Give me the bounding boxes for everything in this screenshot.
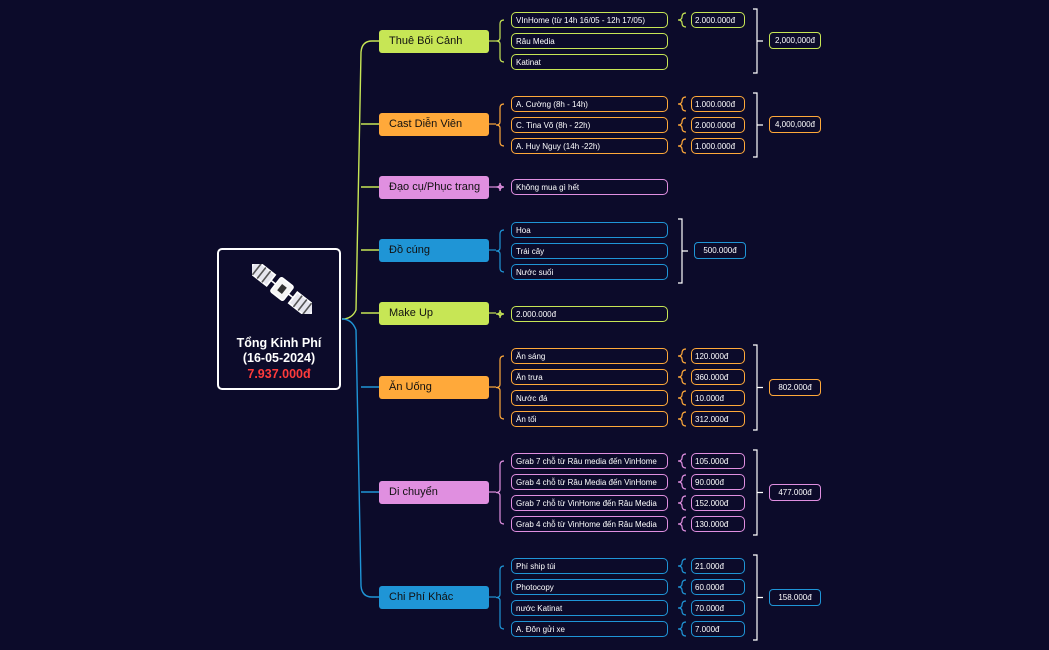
root-total-amount: 7.937.000đ [247, 367, 311, 381]
category-chi-phi-khac: Chi Phí Khác [379, 586, 489, 609]
item-do-cung-0: Hoa [511, 222, 668, 238]
item-cast-dien-vien-1: C. Tina Võ (8h - 22h) [511, 117, 668, 133]
item-thue-boi-canh-1: Râu Media [511, 33, 668, 49]
price-chi-phi-khac-2: 70.000đ [691, 600, 745, 616]
satellite-icon [252, 264, 312, 314]
category-make-up: Make Up [379, 302, 489, 325]
price-cast-dien-vien-0: 1.000.000đ [691, 96, 745, 112]
price-cast-dien-vien-1: 2.000.000đ [691, 117, 745, 133]
subtotal-do-cung: 500.000đ [694, 242, 746, 259]
root-title-line2: (16-05-2024) [242, 351, 316, 365]
category-di-chuyen: Di chuyển [379, 481, 489, 504]
price-chi-phi-khac-0: 21.000đ [691, 558, 745, 574]
item-an-uong-2: Nước đá [511, 390, 668, 406]
item-cast-dien-vien-2: A. Huy Nguy (14h -22h) [511, 138, 668, 154]
price-cast-dien-vien-2: 1.000.000đ [691, 138, 745, 154]
item-thue-boi-canh-2: Katinat [511, 54, 668, 70]
item-chi-phi-khac-0: Phí ship túi [511, 558, 668, 574]
item-chi-phi-khac-2: nước Katinat [511, 600, 668, 616]
item-do-cung-1: Trái cây [511, 243, 668, 259]
price-an-uong-2: 10.000đ [691, 390, 745, 406]
price-thue-boi-canh-0: 2.000.000đ [691, 12, 745, 28]
category-dao-cu: Đạo cụ/Phục trang [379, 176, 489, 199]
price-di-chuyen-1: 90.000đ [691, 474, 745, 490]
item-do-cung-2: Nước suối [511, 264, 668, 280]
item-di-chuyen-3: Grab 4 chỗ từ VinHome đến Râu Media [511, 516, 668, 532]
item-cast-dien-vien-0: A. Cường (8h - 14h) [511, 96, 668, 112]
category-cast-dien-vien: Cast Diễn Viên [379, 113, 489, 136]
item-di-chuyen-2: Grab 7 chỗ từ VinHome đến Râu Media [511, 495, 668, 511]
subtotal-chi-phi-khac: 158.000đ [769, 588, 821, 606]
root-title-line1: Tổng Kinh Phí [236, 336, 322, 350]
category-an-uong: Ăn Uống [379, 376, 489, 399]
price-an-uong-1: 360.000đ [691, 369, 745, 385]
subtotal-cast-dien-vien: 4,000,000đ [769, 116, 821, 133]
price-di-chuyen-3: 130.000đ [691, 516, 745, 532]
price-chi-phi-khac-3: 7.000đ [691, 621, 745, 637]
price-di-chuyen-0: 105.000đ [691, 453, 745, 469]
item-dao-cu-0: Không mua gì hết [511, 179, 668, 195]
category-do-cung: Đồ cúng [379, 239, 489, 262]
item-di-chuyen-1: Grab 4 chỗ từ Râu Media đến VinHome [511, 474, 668, 490]
item-di-chuyen-0: Grab 7 chỗ từ Râu media đến VinHome [511, 453, 668, 469]
price-chi-phi-khac-1: 60.000đ [691, 579, 745, 595]
item-an-uong-0: Ăn sáng [511, 348, 668, 364]
item-chi-phi-khac-3: A. Đôn gửi xe [511, 621, 668, 637]
item-chi-phi-khac-1: Photocopy [511, 579, 668, 595]
item-an-uong-1: Ăn trưa [511, 369, 668, 385]
subtotal-thue-boi-canh: 2,000,000đ [769, 32, 821, 49]
subtotal-an-uong: 802.000đ [769, 378, 821, 396]
subtotal-di-chuyen: 477.000đ [769, 483, 821, 501]
category-thue-boi-canh: Thuê Bối Cảnh [379, 30, 489, 53]
item-make-up-0: 2.000.000đ [511, 306, 668, 322]
price-di-chuyen-2: 152.000đ [691, 495, 745, 511]
price-an-uong-3: 312.000đ [691, 411, 745, 427]
price-an-uong-0: 120.000đ [691, 348, 745, 364]
item-thue-boi-canh-0: VInHome (từ 14h 16/05 - 12h 17/05) [511, 12, 668, 28]
root-node-total-budget: Tổng Kinh Phí (16-05-2024) 7.937.000đ [217, 248, 341, 390]
item-an-uong-3: Ăn tối [511, 411, 668, 427]
